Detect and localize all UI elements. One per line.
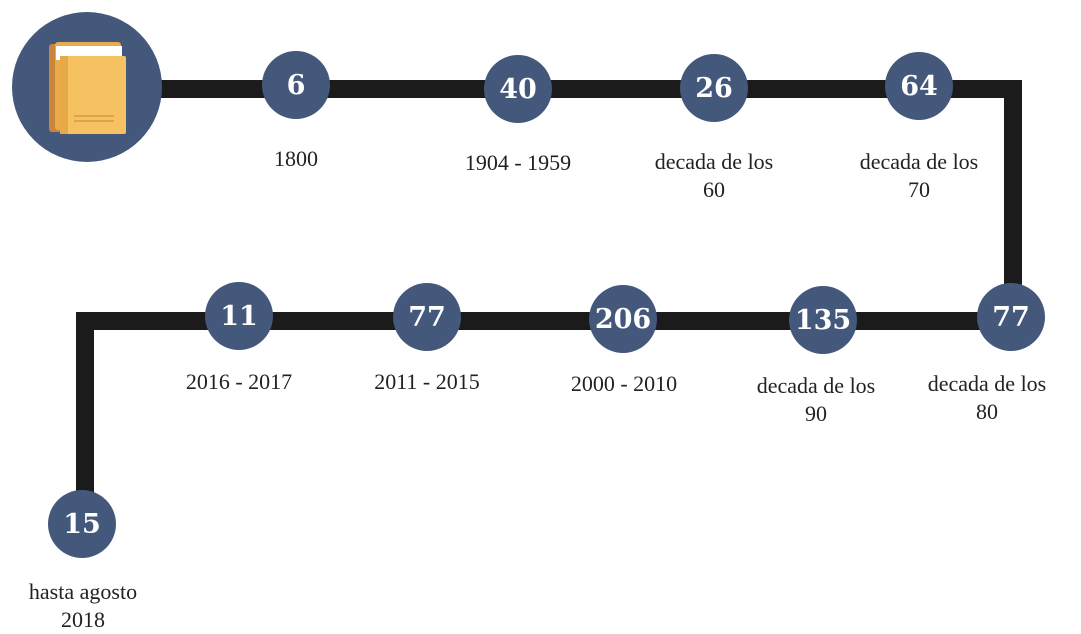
milestone-label: 2000 - 2010	[570, 371, 678, 396]
milestone-label: decada de los 90	[756, 373, 876, 426]
milestone-label: decada de los 60	[654, 149, 774, 202]
milestone-node: 40	[484, 55, 552, 123]
milestone-node: 206	[589, 285, 657, 353]
milestone-node: 135	[789, 286, 857, 354]
milestone-node: 26	[680, 54, 748, 122]
milestone-label: 1800	[274, 146, 318, 171]
connector-left	[76, 312, 94, 524]
milestone-label: 1904 - 1959	[464, 150, 572, 175]
milestone-node: 64	[885, 52, 953, 120]
milestone-node: 15	[48, 490, 116, 558]
book-icon	[49, 42, 126, 134]
milestone-label: 2016 - 2017	[185, 369, 293, 394]
milestone-label: hasta agosto 2018	[28, 579, 138, 632]
milestone-node: 11	[205, 282, 273, 350]
milestone-node: 77	[977, 283, 1045, 351]
book-icon-circle	[12, 12, 162, 162]
connector-middle	[76, 312, 1022, 330]
connector-top	[150, 80, 1022, 98]
milestone-node: 6	[262, 51, 330, 119]
milestone-label: 2011 - 2015	[374, 369, 480, 394]
connector-right	[1004, 80, 1022, 330]
milestone-node: 77	[393, 283, 461, 351]
milestone-label: decada de los 70	[859, 149, 979, 202]
milestone-label: decada de los 80	[927, 371, 1047, 424]
